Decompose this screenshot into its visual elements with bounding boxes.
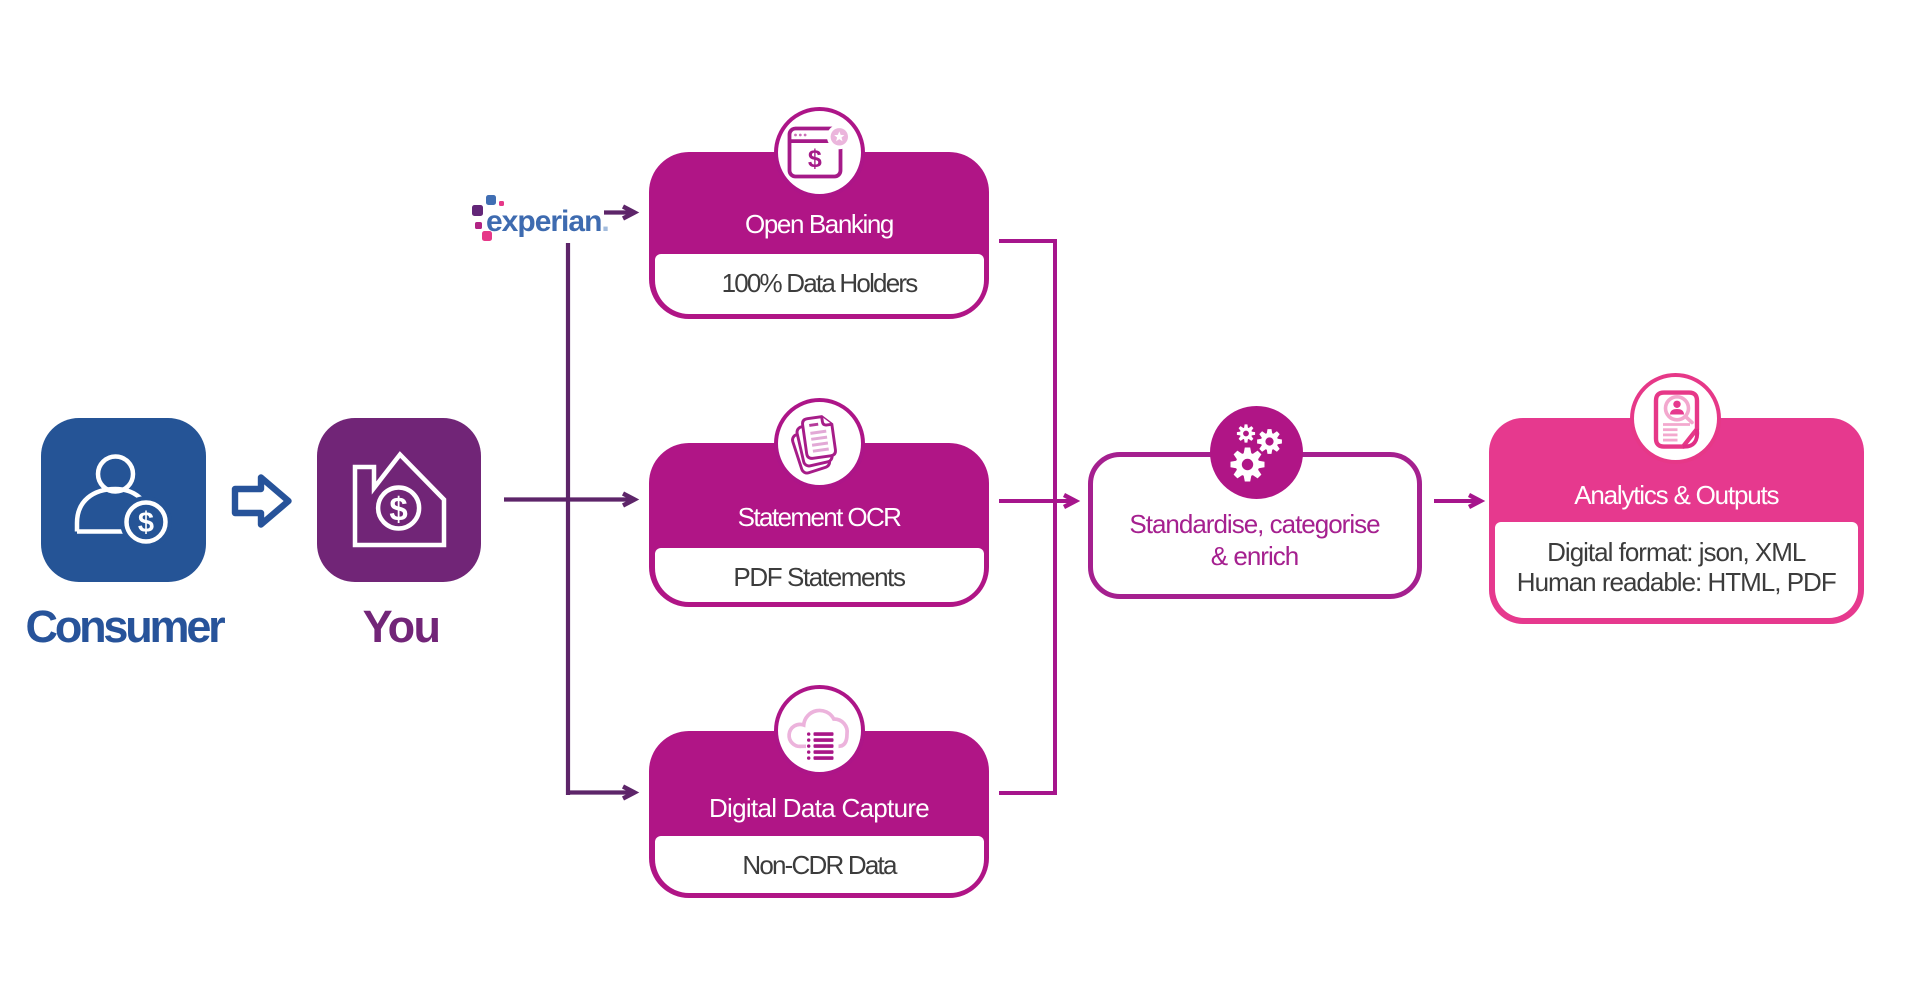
svg-text:$: $ — [138, 507, 154, 539]
svg-text:$: $ — [389, 491, 407, 528]
svg-text:$: $ — [807, 145, 821, 173]
